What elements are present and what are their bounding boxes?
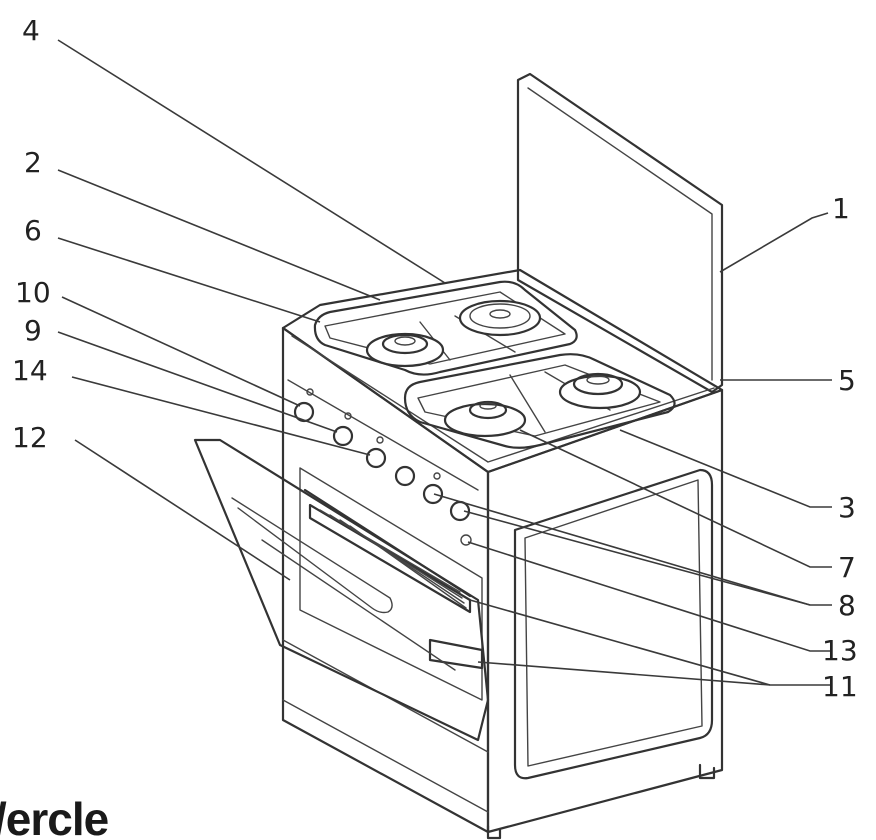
callout-7: 7 [838, 551, 856, 584]
callout-14: 14 [12, 354, 48, 387]
cooker-body [281, 268, 724, 840]
knob-4 [394, 465, 416, 487]
knob-3 [365, 447, 387, 469]
oven-door [193, 438, 490, 742]
knob-5 [422, 483, 444, 505]
hotplate-rear-right [458, 299, 542, 337]
callout-12: 12 [12, 421, 48, 454]
caption-text: /ercle [0, 793, 109, 840]
callout-11: 11 [822, 670, 858, 703]
callout-4: 4 [22, 14, 40, 47]
callout-2: 2 [24, 146, 42, 179]
burner-rear-left [365, 332, 445, 368]
control-panel [287, 379, 479, 546]
callout-10: 10 [15, 276, 51, 309]
callout-1: 1 [832, 192, 850, 225]
burner-front-right [558, 372, 642, 410]
callout-5: 5 [838, 364, 856, 397]
hob [313, 280, 676, 449]
callout-9: 9 [24, 314, 42, 347]
ignition-button [460, 534, 472, 546]
callout-8: 8 [838, 589, 856, 622]
leader-lines [57, 39, 832, 686]
callout-13: 13 [822, 634, 858, 667]
callout-6: 6 [24, 214, 42, 247]
burner-front-left [443, 400, 527, 438]
callout-3: 3 [838, 491, 856, 524]
knob-2 [332, 425, 354, 447]
lid [516, 72, 724, 394]
callout-labels: 4 2 6 10 9 14 12 1 5 3 7 8 13 11 [12, 14, 858, 703]
